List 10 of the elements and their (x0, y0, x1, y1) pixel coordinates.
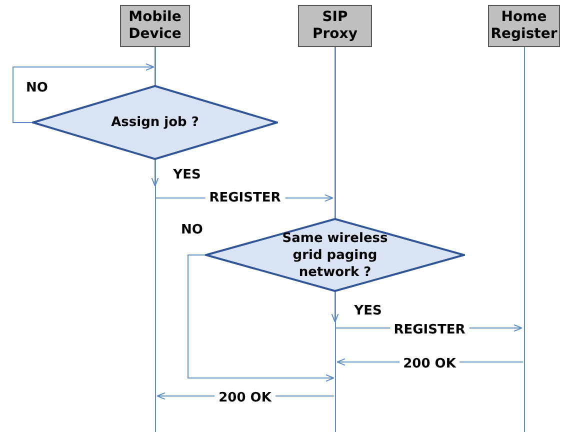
decision-diamond (205, 218, 465, 292)
arrow (12, 63, 155, 123)
participant-box: Mobile Device (120, 5, 190, 47)
participant-box: SIP Proxy (298, 5, 372, 47)
decision-text: Same wireless grid paging network ? (281, 230, 389, 280)
arrow (188, 254, 335, 382)
arrow (151, 160, 159, 187)
arrow (331, 292, 339, 323)
participant-box: Home Register (488, 5, 560, 47)
decision-text: Assign job ? (110, 114, 200, 131)
